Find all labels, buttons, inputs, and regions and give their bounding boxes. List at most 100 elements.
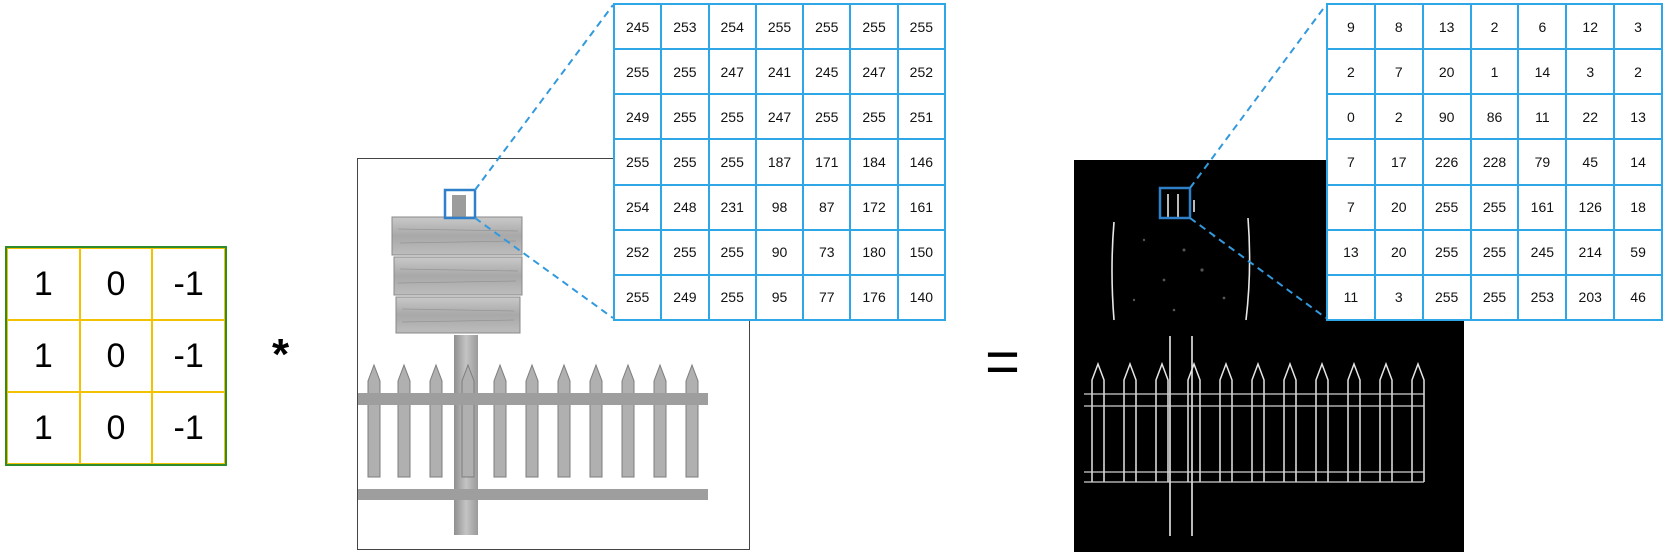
kernel-cell: -1	[152, 392, 225, 464]
output-pixel-cell: 255	[1470, 274, 1519, 320]
input-pixel-cell: 77	[803, 274, 851, 320]
output-pixel-cell: 255	[1470, 184, 1519, 230]
output-pixel-cell: 7	[1327, 139, 1375, 185]
input-pixel-cell: 245	[614, 4, 662, 50]
kernel-cell: 0	[79, 392, 153, 464]
input-pixel-cell: 171	[803, 139, 851, 185]
input-pixel-cell: 180	[850, 229, 898, 275]
input-pixel-cell: 253	[661, 4, 709, 50]
input-connector-bottom	[474, 217, 614, 319]
input-pixel-cell: 255	[850, 94, 898, 140]
kernel-cell: 1	[7, 320, 80, 392]
input-pixel-cell: 87	[803, 184, 851, 230]
input-pixel-cell: 255	[755, 4, 804, 50]
input-pixel-cell: 255	[661, 139, 709, 185]
output-pixel-cell: 2	[1374, 94, 1423, 140]
input-pixel-cell: 247	[850, 49, 898, 95]
input-pixel-cell: 255	[661, 94, 709, 140]
input-pixel-cell: 73	[803, 229, 851, 275]
input-pixel-cell: 255	[708, 229, 756, 275]
input-pixel-cell: 255	[614, 49, 662, 95]
edge-map-picture	[1084, 194, 1425, 536]
output-pixel-cell: 8	[1374, 4, 1423, 50]
kernel-cell: 0	[79, 248, 153, 320]
output-pixel-cell: 3	[1614, 4, 1662, 50]
output-connector-bottom	[1189, 217, 1327, 319]
input-pixel-cell: 176	[850, 274, 898, 320]
output-pixel-cell: 161	[1518, 184, 1567, 230]
edge-picket	[1219, 361, 1233, 482]
output-pixel-cell: 2	[1470, 4, 1519, 50]
input-pixel-cell: 184	[850, 139, 898, 185]
input-pixel-cell: 150	[897, 229, 945, 275]
output-pixel-cell: 86	[1470, 94, 1519, 140]
input-pixel-cell: 255	[803, 4, 851, 50]
input-pixel-cell: 255	[708, 94, 756, 140]
input-pixel-cell: 254	[708, 4, 756, 50]
input-pixel-cell: 248	[661, 184, 709, 230]
input-pixel-cell: 255	[661, 49, 709, 95]
equals-operator: =	[985, 328, 1021, 395]
input-connector-top	[474, 4, 614, 191]
input-pixel-cell: 255	[708, 274, 756, 320]
input-pixel-cell: 241	[755, 49, 804, 95]
input-pixel-cell: 95	[755, 274, 804, 320]
input-pixel-cell: 254	[614, 184, 662, 230]
input-pixel-cell: 231	[708, 184, 756, 230]
input-pixel-cell: 249	[661, 274, 709, 320]
output-pixel-cell: 13	[1327, 229, 1375, 275]
output-pixel-cell: 59	[1614, 229, 1662, 275]
output-pixel-cell: 255	[1422, 274, 1471, 320]
input-pixel-cell: 255	[614, 139, 662, 185]
input-pixel-cell: 255	[850, 4, 898, 50]
output-pixel-cell: 20	[1422, 49, 1471, 95]
output-pixel-cell: 255	[1422, 229, 1471, 275]
input-pixel-cell: 172	[850, 184, 898, 230]
kernel-cell: 1	[7, 392, 80, 464]
output-pixel-cell: 9	[1327, 4, 1375, 50]
edge-picket	[1315, 361, 1329, 482]
output-connector-top	[1189, 4, 1327, 189]
output-pixel-cell: 46	[1614, 274, 1662, 320]
output-pixel-cell: 255	[1422, 184, 1471, 230]
output-pixel-cell: 11	[1327, 274, 1375, 320]
input-pixel-cell: 247	[708, 49, 756, 95]
input-pixel-cell: 249	[614, 94, 662, 140]
output-pixel-cell: 253	[1518, 274, 1567, 320]
input-pixel-cell: 252	[614, 229, 662, 275]
output-pixel-cell: 11	[1518, 94, 1567, 140]
output-pixel-cell: 2	[1614, 49, 1662, 95]
output-pixel-cell: 20	[1374, 184, 1423, 230]
output-pixel-cell: 245	[1518, 229, 1567, 275]
output-pixel-cell: 226	[1422, 139, 1471, 185]
edge-picket	[1155, 361, 1169, 482]
output-pixel-cell: 13	[1422, 4, 1471, 50]
output-pixel-cell: 90	[1422, 94, 1471, 140]
kernel-cell: -1	[152, 248, 225, 320]
output-pixel-cell: 126	[1566, 184, 1615, 230]
edge-picket	[1411, 361, 1425, 482]
output-pixel-cell: 7	[1327, 184, 1375, 230]
kernel-cell: 1	[7, 248, 80, 320]
output-pixel-cell: 255	[1470, 229, 1519, 275]
input-pixel-cell: 90	[755, 229, 804, 275]
input-pixel-cell: 247	[755, 94, 804, 140]
edge-picket	[1283, 361, 1297, 482]
output-pixel-cell: 17	[1374, 139, 1423, 185]
input-pixel-cell: 255	[897, 4, 945, 50]
kernel-cell: 0	[79, 320, 153, 392]
input-pixel-cell: 140	[897, 274, 945, 320]
output-pixel-cell: 12	[1566, 4, 1615, 50]
input-pixel-cell: 146	[897, 139, 945, 185]
edge-picket	[1251, 361, 1265, 482]
input-pixel-cell: 98	[755, 184, 804, 230]
output-pixel-cell: 7	[1374, 49, 1423, 95]
output-pixel-cell: 0	[1327, 94, 1375, 140]
edge-picket	[1091, 361, 1105, 482]
output-pixel-cell: 214	[1566, 229, 1615, 275]
output-pixel-cell: 3	[1566, 49, 1615, 95]
